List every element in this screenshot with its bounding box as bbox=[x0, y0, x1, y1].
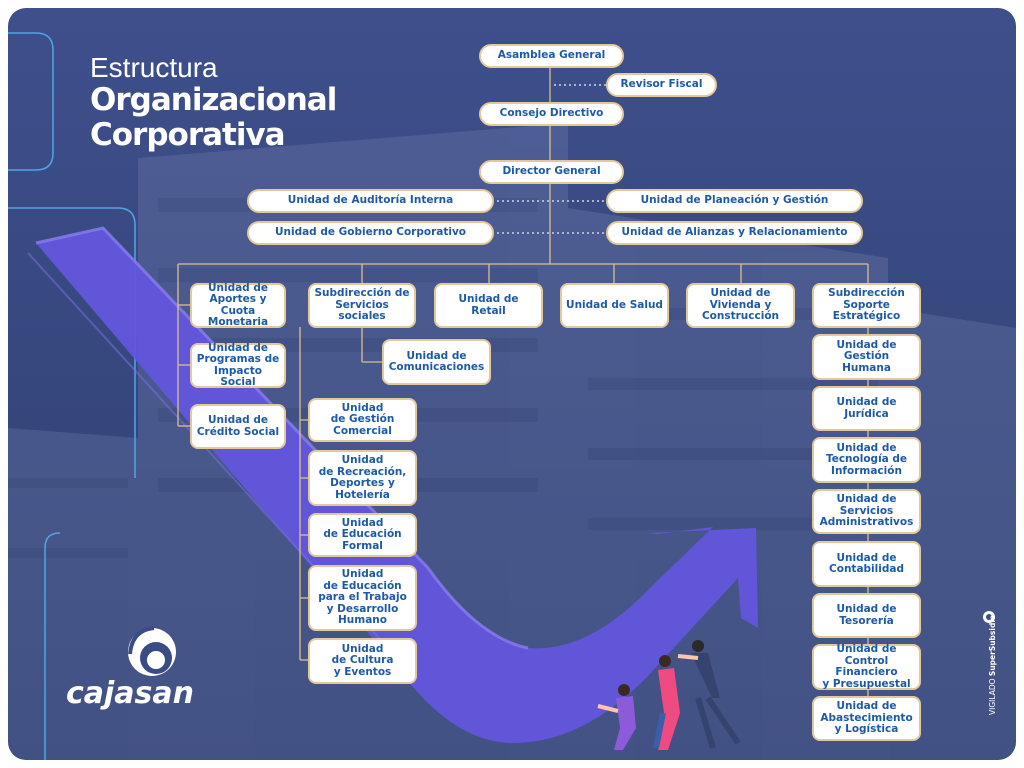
title-line-2: Organizacional bbox=[90, 82, 337, 118]
box-educacion-trabajo[interactable]: Unidad de Educación para el Trabajo y De… bbox=[308, 565, 417, 631]
box-abastecimiento-logistica[interactable]: Unidad de Abastecimiento y Logística bbox=[812, 696, 921, 741]
box-gobierno-corporativo[interactable]: Unidad de Gobierno Corporativo bbox=[247, 221, 494, 245]
box-salud[interactable]: Unidad de Salud bbox=[560, 283, 669, 328]
box-cultura-eventos[interactable]: Unidad de Cultura y Eventos bbox=[308, 638, 417, 684]
vigilado-supersubsidio-label: VIGILADO SuperSubsidio bbox=[988, 615, 997, 715]
box-tecnologia-informacion[interactable]: Unidad de Tecnología de Información bbox=[812, 437, 921, 483]
box-subdireccion-servicios-sociales[interactable]: Subdirección de Servicios sociales bbox=[308, 283, 416, 328]
title-line-3: Corporativa bbox=[90, 117, 286, 153]
box-auditoria-interna[interactable]: Unidad de Auditoría Interna bbox=[247, 189, 494, 213]
people-pushing-illustration bbox=[597, 640, 741, 750]
box-gestion-comercial[interactable]: Unidad de Gestión Comercial bbox=[308, 398, 417, 442]
cajasan-logo-icon bbox=[128, 626, 176, 676]
decorative-frame-bottom bbox=[44, 532, 61, 760]
box-gestion-humana[interactable]: Unidad de Gestión Humana bbox=[812, 334, 921, 380]
vigilado-prefix: VIGILADO bbox=[988, 676, 997, 715]
box-consejo-directivo[interactable]: Consejo Directivo bbox=[479, 102, 624, 126]
box-educacion-formal[interactable]: Unidad de Educación Formal bbox=[308, 513, 417, 557]
box-vivienda-construccion[interactable]: Unidad de Vivienda y Construcción bbox=[686, 283, 795, 328]
box-retail[interactable]: Unidad de Retail bbox=[434, 283, 543, 328]
box-juridica[interactable]: Unidad de Jurídica bbox=[812, 386, 921, 431]
cajasan-wordmark: cajasan bbox=[66, 676, 195, 711]
decorative-frame-top bbox=[8, 32, 54, 171]
box-subdireccion-soporte-estrategico[interactable]: Subdirección Soporte Estratégico bbox=[812, 283, 921, 328]
box-comunicaciones[interactable]: Unidad de Comunicaciones bbox=[382, 339, 491, 385]
box-aportes-cuota-monetaria[interactable]: Unidad de Aportes y Cuota Monetaria bbox=[190, 282, 286, 328]
box-planeacion-gestion[interactable]: Unidad de Planeación y Gestión bbox=[606, 189, 863, 213]
supersubsidio-brand: SuperSubsidio bbox=[988, 614, 997, 677]
box-tesoreria[interactable]: Unidad de Tesorería bbox=[812, 593, 921, 638]
box-revisor-fiscal[interactable]: Revisor Fiscal bbox=[606, 73, 717, 97]
box-asamblea-general[interactable]: Asamblea General bbox=[479, 44, 624, 68]
box-servicios-administrativos[interactable]: Unidad de Servicios Administrativos bbox=[812, 489, 921, 534]
decorative-frame-middle bbox=[8, 207, 136, 478]
box-director-general[interactable]: Director General bbox=[479, 160, 624, 184]
box-credito-social[interactable]: Unidad de Crédito Social bbox=[190, 404, 286, 449]
box-contabilidad[interactable]: Unidad de Contabilidad bbox=[812, 541, 921, 587]
box-alianzas-relacionamiento[interactable]: Unidad de Alianzas y Relacionamiento bbox=[606, 221, 863, 245]
supersubsidio-icon bbox=[983, 611, 995, 623]
box-recreacion-deportes-hoteleria[interactable]: Unidad de Recreación, Deportes y Hoteler… bbox=[308, 450, 417, 506]
box-programas-impacto-social[interactable]: Unidad de Programas de Impacto Social bbox=[190, 342, 286, 388]
box-control-financiero-presupuestal[interactable]: Unidad de Control Financiero y Presupues… bbox=[812, 643, 921, 690]
title-line-1: Estructura bbox=[90, 52, 218, 83]
